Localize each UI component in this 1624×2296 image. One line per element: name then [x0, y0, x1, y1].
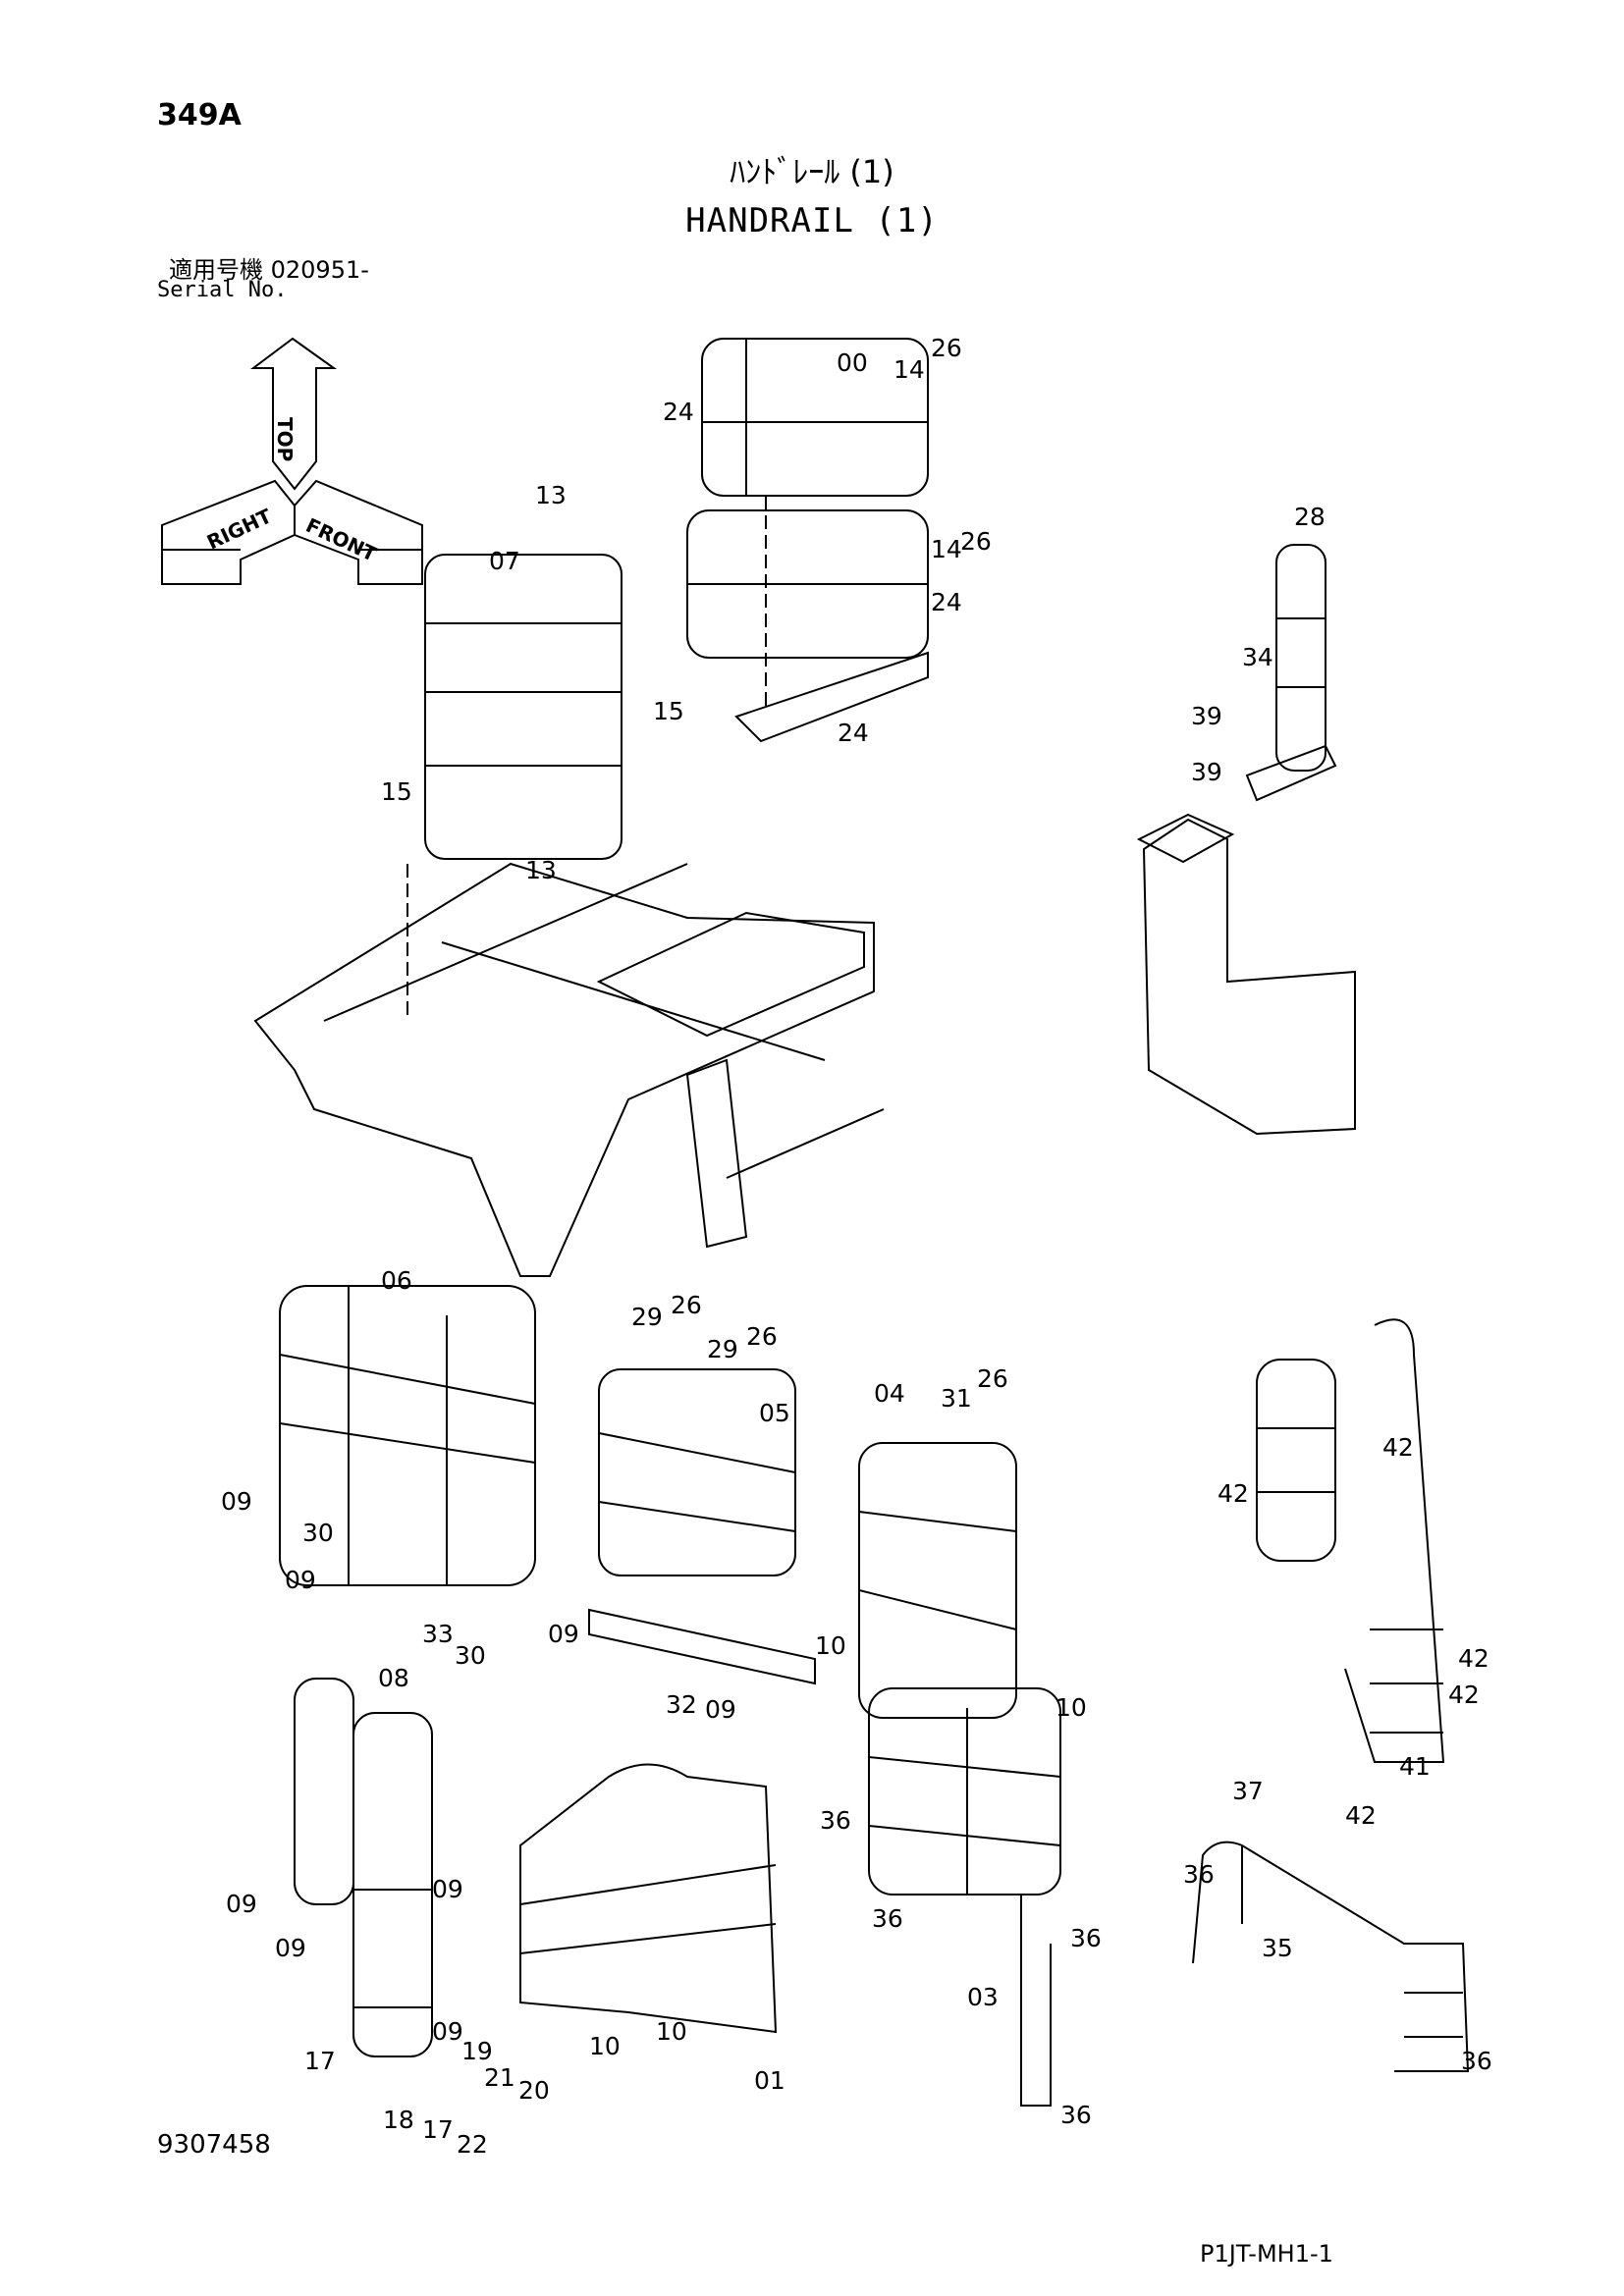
handrail-part-41 [1256, 1318, 1445, 1763]
callout: 30 [302, 1519, 334, 1547]
callout: 35 [1262, 1934, 1293, 1962]
callout: 00 [837, 348, 868, 377]
callout: 10 [815, 1631, 846, 1660]
callout: 15 [653, 697, 684, 725]
callout: 01 [754, 2066, 785, 2095]
callout: 10 [589, 2032, 621, 2060]
callout: 09 [285, 1566, 316, 1594]
callout: 42 [1218, 1479, 1249, 1508]
handrail-part-06 [279, 1285, 536, 1586]
handrail-part-05 [588, 1368, 816, 1685]
callout: 04 [874, 1379, 905, 1408]
handrail-part-35 [1192, 1841, 1470, 2072]
callout: 24 [663, 398, 694, 426]
callout: 24 [838, 719, 869, 747]
callout: 10 [656, 2017, 687, 2046]
frame-structure [253, 862, 885, 1277]
callout: 17 [304, 2047, 336, 2075]
callout: 26 [671, 1291, 702, 1319]
callout: 05 [759, 1399, 790, 1427]
callout: 09 [705, 1695, 736, 1724]
callout: 34 [1242, 643, 1273, 671]
callout: 29 [707, 1335, 738, 1363]
callout: 26 [746, 1322, 778, 1351]
serial-label-english: Serial No. [157, 278, 288, 302]
page-number: 349A [157, 98, 242, 133]
title-japanese: ﾊﾝﾄﾞﾚｰﾙ (1) [730, 153, 894, 190]
callout: 17 [422, 2115, 454, 2144]
callout: 20 [518, 2076, 550, 2105]
handrail-part-03 [868, 1687, 1061, 2107]
callout: 09 [226, 1890, 257, 1918]
callout: 42 [1448, 1681, 1480, 1709]
handrail-part-04 [858, 1442, 1017, 1719]
callout: 09 [548, 1620, 579, 1648]
callout: 26 [931, 334, 962, 362]
callout: 21 [484, 2063, 515, 2092]
callout: 10 [1056, 1693, 1087, 1722]
callout: 22 [457, 2130, 488, 2159]
callout: 06 [381, 1266, 412, 1295]
callout: 08 [378, 1664, 409, 1692]
orientation-labels: TOP FRONT RIGHT [203, 417, 381, 566]
callout: 36 [1183, 1860, 1215, 1889]
orientation-indicator [161, 337, 423, 585]
callout: 31 [941, 1384, 972, 1413]
callout: 32 [666, 1690, 697, 1719]
handrail-part-07 [406, 554, 623, 1021]
callout: 36 [1461, 2047, 1492, 2075]
callout: 09 [432, 2017, 463, 2046]
page-code: P1JT-MH1-1 [1200, 2240, 1333, 2268]
callout: 09 [432, 1875, 463, 1903]
orientation-front-label: FRONT [302, 513, 381, 566]
callout: 18 [383, 2106, 414, 2134]
callout: 36 [1070, 1924, 1102, 1952]
callout: 03 [967, 1983, 999, 2011]
callout: 42 [1382, 1433, 1414, 1462]
callout: 36 [872, 1904, 903, 1933]
callout: 13 [535, 481, 567, 509]
callout: 39 [1191, 702, 1222, 730]
callout: 14 [893, 355, 925, 384]
handrail-part-00 [686, 338, 929, 743]
callout: 26 [977, 1364, 1008, 1393]
callout: 24 [931, 588, 962, 616]
drawing-number: 9307458 [157, 2130, 271, 2160]
callout: 13 [525, 856, 557, 884]
callout: 28 [1294, 503, 1326, 531]
callout: 19 [461, 2037, 493, 2065]
orientation-right-label: RIGHT [203, 504, 276, 554]
callout: 42 [1345, 1801, 1377, 1830]
handrail-part-01 [519, 1763, 778, 2034]
serial-label-japanese: 適用号機 020951- [169, 256, 369, 284]
callout: 15 [381, 777, 412, 806]
callout: 42 [1458, 1644, 1489, 1673]
callout: 37 [1232, 1777, 1264, 1805]
callout: 41 [1399, 1752, 1431, 1781]
callout: 36 [1060, 2101, 1092, 2129]
orientation-top-label: TOP [273, 417, 297, 461]
cab-assembly [1136, 544, 1356, 1136]
callout: 09 [275, 1934, 306, 1962]
callout: 33 [422, 1620, 454, 1648]
callout: 36 [820, 1806, 851, 1835]
callout: 09 [221, 1487, 252, 1516]
callout: 29 [631, 1303, 663, 1331]
title-english: HANDRAIL (1) [685, 201, 939, 240]
callout: 39 [1191, 758, 1222, 786]
callout-labels: 00 14 26 24 26 14 13 07 24 15 24 15 13 2… [221, 334, 1492, 2159]
callout: 26 [960, 527, 992, 556]
handrail-part-08 [294, 1678, 433, 2057]
callout: 07 [489, 547, 520, 575]
callout: 30 [455, 1641, 486, 1670]
callout: 14 [931, 535, 962, 563]
